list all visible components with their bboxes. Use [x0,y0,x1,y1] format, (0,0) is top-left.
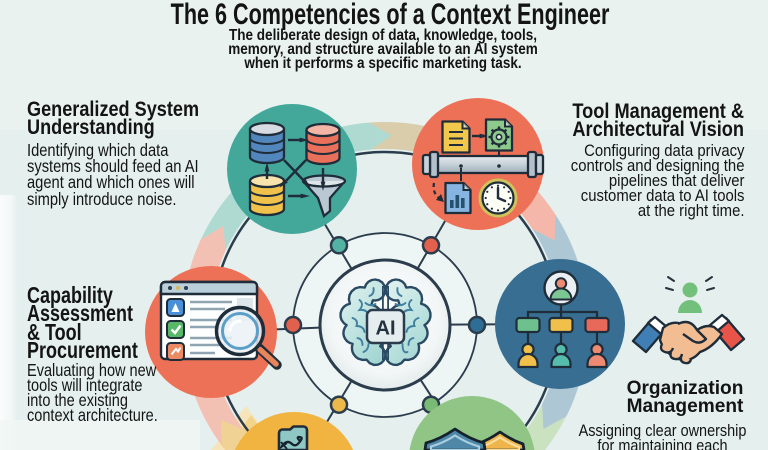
svg-text:AI: AI [376,318,396,340]
